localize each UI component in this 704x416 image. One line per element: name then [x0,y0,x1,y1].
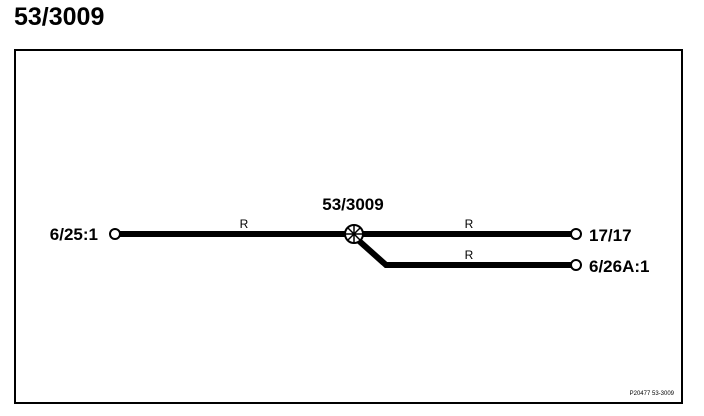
endpoint-node-right-top [570,228,582,240]
hub-node-icon [344,224,364,244]
hub-label: 53/3009 [322,195,383,214]
endpoint-node-left [109,228,121,240]
edge-label-hub-to-right-bottom: R [465,248,474,262]
endpoint-label-right-bottom: 6/26A:1 [589,257,649,276]
edge-label-left-to-hub: R [240,217,249,231]
footer-reference: P20477 53-3009 [630,391,675,397]
endpoint-label-left: 6/25:1 [50,225,98,244]
edge-label-hub-to-right-top: R [465,217,474,231]
page-title: 53/3009 [14,3,105,31]
edge-hub-to-right-bottom [356,237,571,268]
endpoint-node-right-bottom [570,259,582,271]
endpoint-label-right-top: 17/17 [589,226,632,245]
